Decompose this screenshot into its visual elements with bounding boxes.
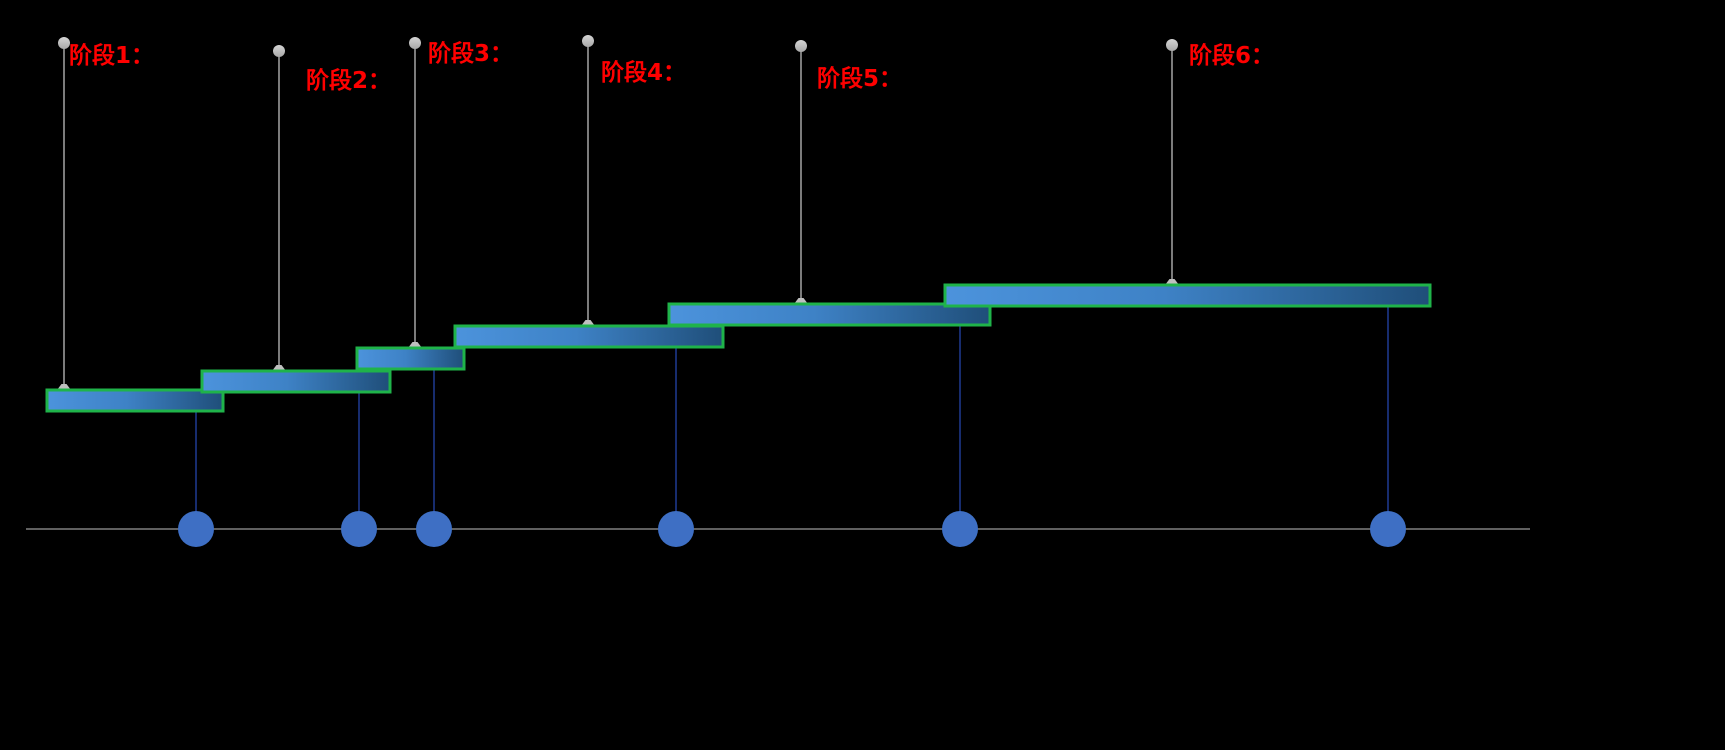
milestone-node-5[interactable]	[942, 511, 978, 547]
pin-head-icon-1[interactable]	[58, 37, 70, 49]
pins-layer	[57, 35, 1179, 390]
phase-bar-rect-2[interactable]	[200, 369, 392, 394]
phase-bar-5[interactable]	[667, 302, 992, 327]
milestone-node-4[interactable]	[658, 511, 694, 547]
phase-bar-6[interactable]	[943, 283, 1432, 308]
pin-head-icon-2[interactable]	[273, 45, 285, 57]
pin-marker-6[interactable]	[1165, 39, 1179, 285]
phase-bar-rect-5[interactable]	[667, 302, 992, 327]
pin-head-icon-5[interactable]	[795, 40, 807, 52]
pin-head-icon-4[interactable]	[582, 35, 594, 47]
phase-label-2: 阶段2：	[306, 68, 392, 94]
phase-bar-rect-3[interactable]	[355, 346, 466, 371]
drop-lines-layer	[195, 306, 1389, 529]
pin-marker-1[interactable]	[57, 37, 71, 390]
phase-bar-2[interactable]	[200, 369, 392, 394]
phase-bar-1[interactable]	[45, 388, 225, 413]
phase-label-1: 阶段1：	[69, 43, 155, 69]
phase-bar-rect-1[interactable]	[45, 388, 225, 413]
milestone-node-6[interactable]	[1370, 511, 1406, 547]
pin-marker-4[interactable]	[581, 35, 595, 326]
phase-bar-3[interactable]	[355, 346, 466, 371]
phase-label-3: 阶段3：	[428, 41, 514, 67]
pin-head-icon-6[interactable]	[1166, 39, 1178, 51]
phase-bar-rect-6[interactable]	[943, 283, 1432, 308]
pin-marker-3[interactable]	[408, 37, 422, 348]
nodes-layer	[178, 511, 1406, 547]
phase-bar-rect-4[interactable]	[453, 324, 725, 349]
phase-bar-4[interactable]	[453, 324, 725, 349]
pin-marker-2[interactable]	[272, 45, 286, 371]
milestone-node-3[interactable]	[416, 511, 452, 547]
pin-head-icon-3[interactable]	[409, 37, 421, 49]
milestone-node-2[interactable]	[341, 511, 377, 547]
phase-label-6: 阶段6：	[1189, 43, 1275, 69]
pin-marker-5[interactable]	[794, 40, 808, 304]
milestone-node-1[interactable]	[178, 511, 214, 547]
phase-label-5: 阶段5：	[817, 66, 903, 92]
bars-layer	[45, 283, 1432, 413]
phase-label-4: 阶段4：	[601, 60, 687, 86]
